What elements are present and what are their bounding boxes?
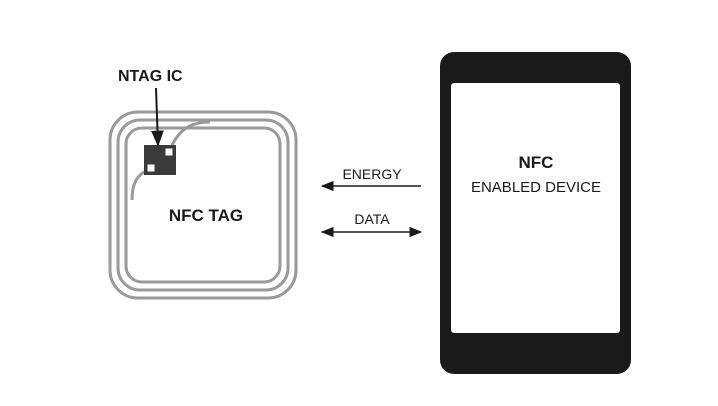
- nfc-tag-antenna: [108, 110, 298, 300]
- antenna-loop-middle: [116, 118, 290, 292]
- ntag-ic-label: NTAG IC: [118, 68, 183, 85]
- data-label: DATA: [354, 211, 390, 227]
- nfc-tag-label: NFC TAG: [169, 206, 243, 225]
- energy-arrow: ENERGY: [320, 166, 421, 192]
- device-screen: [451, 83, 620, 333]
- device-title: NFC: [519, 153, 554, 172]
- energy-label: ENERGY: [342, 166, 402, 182]
- data-arrow: DATA: [320, 211, 423, 238]
- antenna-loop-outer: [108, 110, 298, 300]
- device-subtitle: ENABLED DEVICE: [471, 179, 601, 196]
- chip-pad-top-right: [164, 147, 174, 157]
- ntag-chip: [144, 145, 176, 175]
- antenna-loop-inner: [124, 126, 282, 284]
- nfc-device: NFC ENABLED DEVICE: [440, 52, 631, 374]
- chip-pad-bottom-left: [146, 163, 156, 173]
- chip-pointer-line: [151, 87, 164, 147]
